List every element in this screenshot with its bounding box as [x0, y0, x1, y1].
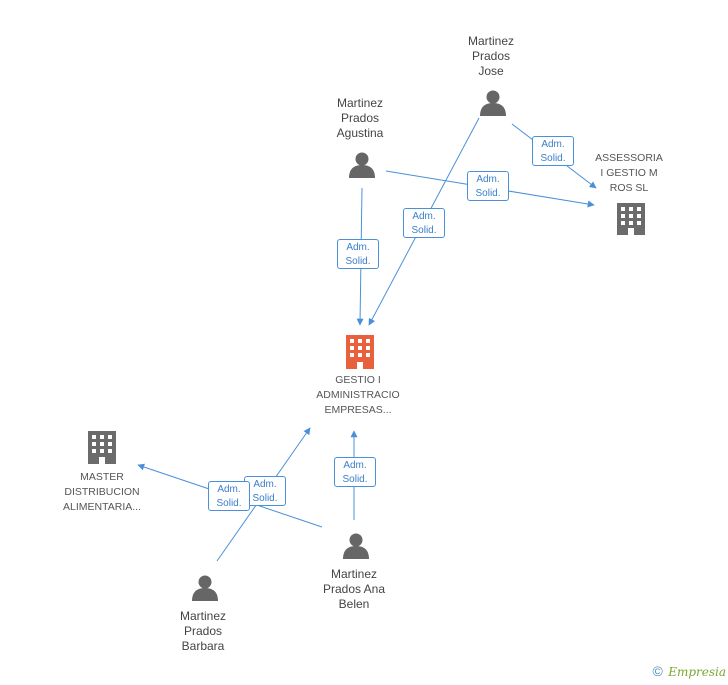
main-building-icon[interactable] — [346, 335, 374, 369]
relation-label-ana-master[interactable]: Adm. Solid. — [244, 476, 286, 506]
relation-line2: Solid. — [411, 225, 437, 236]
person-label-barbara[interactable]: Martinez Prados Barbara — [179, 609, 226, 653]
relation-line2: Solid. — [252, 493, 278, 504]
person-label-jose[interactable]: Martinez Prados Jose — [467, 34, 514, 78]
relation-line1: Adm. — [412, 211, 436, 222]
company-label-assessoria[interactable]: ASSESSORIA I GESTIO M ROS SL — [595, 152, 663, 194]
person-icon[interactable] — [192, 575, 218, 602]
relation-label-jose-gestio[interactable]: Adm. Solid. — [403, 208, 445, 238]
relation-line1: Adm. — [217, 484, 241, 495]
relation-label-ana-gestio[interactable]: Adm. Solid. — [334, 457, 376, 487]
copyright-icon: © — [652, 663, 663, 679]
relation-label-agustina-assessoria[interactable]: Adm. Solid. — [467, 171, 509, 201]
person-label-agustina[interactable]: Martinez Prados Agustina — [336, 96, 384, 140]
relation-label-barbara-gestio[interactable]: Adm. Solid. — [208, 481, 250, 511]
relation-line1: Adm. — [253, 479, 277, 490]
relation-label-agustina-gestio[interactable]: Adm. Solid. — [337, 239, 379, 269]
relation-line2: Solid. — [540, 153, 566, 164]
relation-line2: Solid. — [475, 188, 501, 199]
company-label-master[interactable]: MASTER DISTRIBUCION ALIMENTARIA... — [63, 471, 141, 513]
person-icon[interactable] — [343, 533, 369, 560]
relation-label-jose-assessoria[interactable]: Adm. Solid. — [532, 136, 574, 166]
person-label-ana-belen[interactable]: Martinez Prados Ana Belen — [322, 567, 386, 611]
relation-line2: Solid. — [345, 256, 371, 267]
relation-line1: Adm. — [343, 460, 367, 471]
person-icon[interactable] — [349, 152, 375, 179]
building-icon[interactable] — [617, 203, 645, 235]
relation-line1: Adm. — [346, 242, 370, 253]
relation-line1: Adm. — [476, 174, 500, 185]
person-icon[interactable] — [480, 90, 506, 117]
relation-line2: Solid. — [342, 474, 368, 485]
relation-line2: Solid. — [216, 498, 242, 509]
building-icon[interactable] — [88, 431, 116, 464]
relation-line1: Adm. — [541, 139, 565, 150]
brand-name: Empresia — [668, 665, 726, 679]
footer-brand[interactable]: © Empresia — [653, 663, 726, 679]
company-label-gestio[interactable]: GESTIO I ADMINISTRACIO EMPRESAS... — [316, 374, 400, 416]
